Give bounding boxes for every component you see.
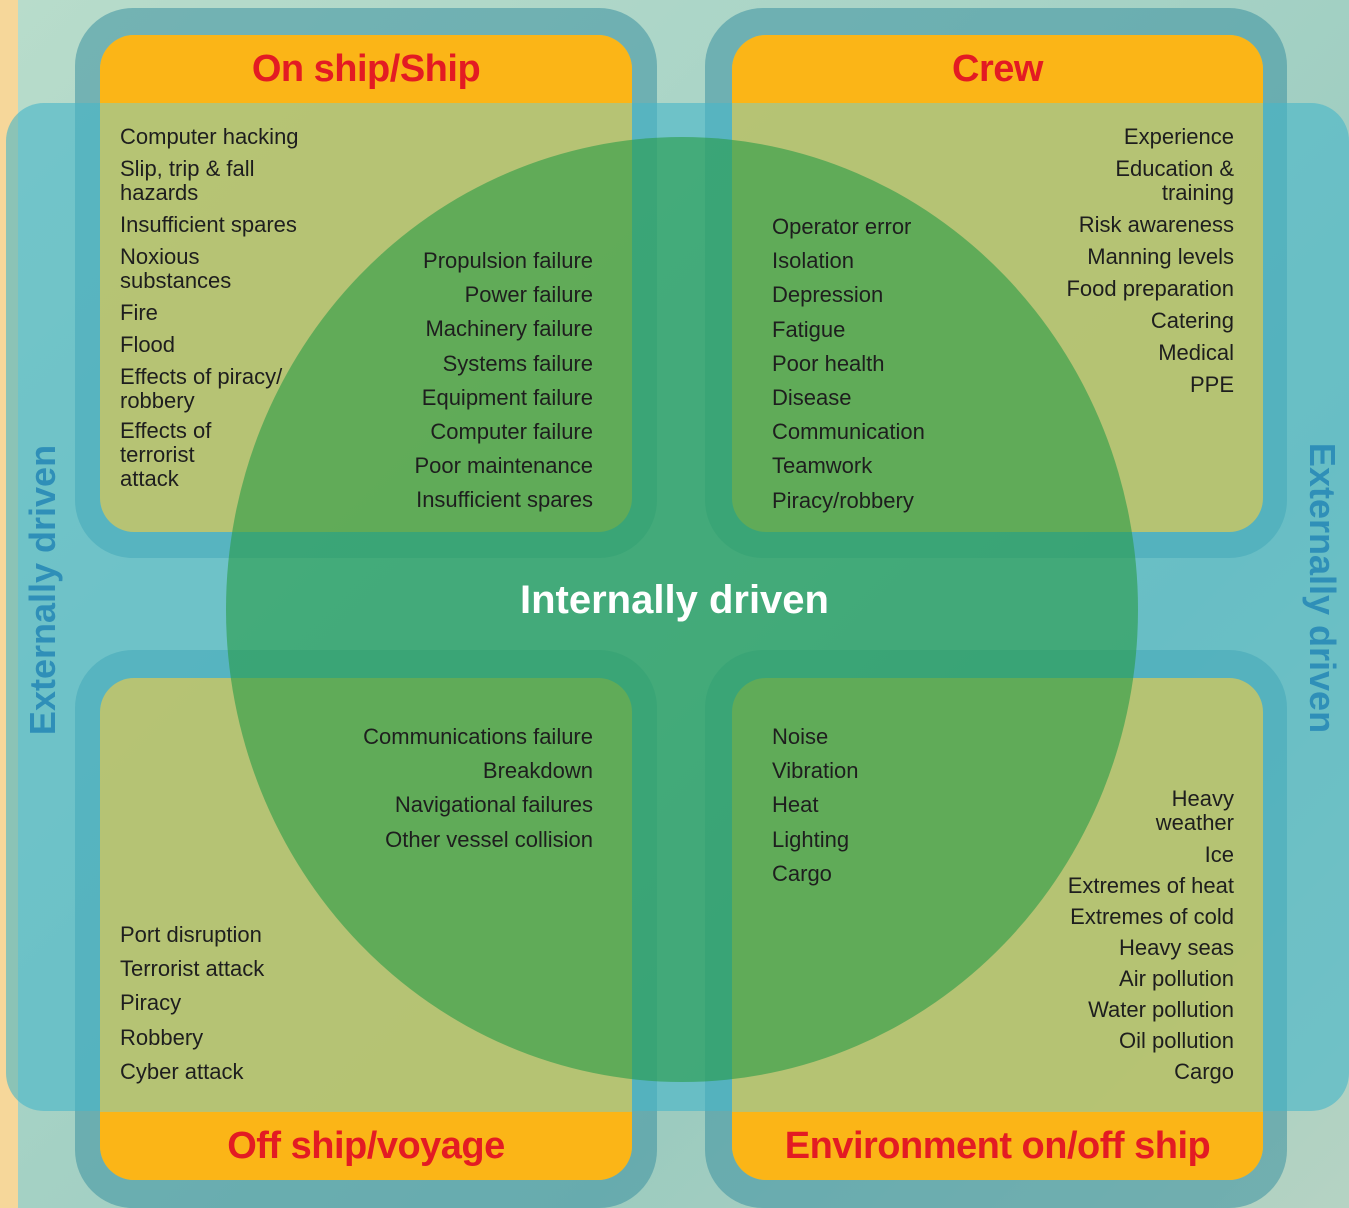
list-item: Computer failure <box>430 419 593 445</box>
panel-title-environment: Environment on/off ship <box>732 1112 1263 1180</box>
list-crew-external: Experience Education & training Risk awa… <box>1040 125 1234 397</box>
list-item: Noxious substances <box>120 244 232 293</box>
list-item: Systems failure <box>442 350 593 376</box>
list-item: Cargo <box>772 860 832 886</box>
panel-title-crew: Crew <box>732 35 1263 103</box>
list-item: Fire <box>120 300 158 325</box>
list-item: Water pollution <box>1088 997 1234 1022</box>
externally-driven-label-right: Externally driven <box>1302 442 1343 734</box>
list-item: Port disruption <box>120 922 262 947</box>
list-off-ship-external: Port disruption Terrorist attack Piracy … <box>120 918 320 1089</box>
list-item: Manning levels <box>1087 244 1234 269</box>
list-item: Cyber attack <box>120 1058 244 1084</box>
list-item: Poor maintenance <box>414 453 593 479</box>
list-item: Communication <box>772 419 925 445</box>
list-environment-internal: Noise Vibration Heat Lighting Cargo <box>772 720 922 891</box>
list-item: Flood <box>120 332 176 357</box>
list-item: Power failure <box>464 282 593 308</box>
list-item: Heavy weather <box>1155 786 1234 835</box>
list-crew-internal: Operator error Isolation Depression Fati… <box>772 210 1002 518</box>
list-item: Extremes of heat <box>1067 873 1234 898</box>
list-item: Extremes of cold <box>1070 904 1234 929</box>
list-item: Machinery failure <box>425 316 593 342</box>
list-item: Risk awareness <box>1078 212 1234 237</box>
list-item: Piracy/robbery <box>772 487 914 513</box>
list-item: Experience <box>1123 124 1234 149</box>
list-off-ship-internal: Communications failure Breakdown Navigat… <box>330 720 593 857</box>
internally-driven-circle <box>226 137 1138 1082</box>
list-item: Navigational failures <box>394 792 593 818</box>
list-item: Education & training <box>1115 156 1234 205</box>
list-item: Cargo <box>1174 1059 1234 1084</box>
list-on-ship-external: Computer hacking Slip, trip & fall hazar… <box>120 125 315 491</box>
list-item: Heavy seas <box>1119 935 1234 960</box>
list-item: Effects of terrorist attack <box>120 418 212 491</box>
internally-driven-label: Internally driven <box>520 578 829 622</box>
list-item: Insufficient spares <box>120 212 297 237</box>
list-item: Noise <box>772 724 829 749</box>
list-item: Lighting <box>772 826 850 852</box>
list-item: Fatigue <box>772 316 846 342</box>
list-item: Propulsion failure <box>423 248 593 273</box>
list-item: Depression <box>772 282 884 308</box>
panel-title-off-ship: Off ship/voyage <box>100 1112 632 1180</box>
list-item: Disease <box>772 385 852 411</box>
list-item: Terrorist attack <box>120 956 265 982</box>
list-item: Slip, trip & fall hazards <box>120 156 255 205</box>
list-item: Ice <box>1204 842 1234 867</box>
list-item: Air pollution <box>1119 966 1234 991</box>
list-item: Food preparation <box>1066 276 1234 301</box>
list-item: Insufficient spares <box>416 487 593 513</box>
externally-driven-label-left: Externally driven <box>22 444 63 736</box>
list-item: Communications failure <box>363 724 593 749</box>
list-item: Isolation <box>772 248 854 274</box>
list-item: Medical <box>1158 340 1234 365</box>
list-item: Piracy <box>120 990 182 1016</box>
list-environment-external: Heavy weather Ice Extremes of heat Extre… <box>1050 787 1234 1084</box>
list-item: Catering <box>1150 308 1234 333</box>
panel-title-on-ship: On ship/Ship <box>100 35 632 103</box>
list-item: Equipment failure <box>421 384 593 410</box>
list-item: Oil pollution <box>1119 1028 1234 1053</box>
list-item: Poor health <box>772 350 885 376</box>
list-item: Heat <box>772 792 819 818</box>
list-item: PPE <box>1189 372 1234 397</box>
list-item: Computer hacking <box>120 124 299 149</box>
list-on-ship-internal: Propulsion failure Power failure Machine… <box>360 244 593 518</box>
list-item: Vibration <box>772 758 859 784</box>
list-item: Robbery <box>120 1024 204 1050</box>
list-item: Operator error <box>772 214 912 239</box>
list-item: Effects of piracy/ robbery <box>120 364 283 413</box>
list-item: Teamwork <box>772 453 873 479</box>
list-item: Breakdown <box>482 758 593 784</box>
list-item: Other vessel collision <box>385 826 593 852</box>
